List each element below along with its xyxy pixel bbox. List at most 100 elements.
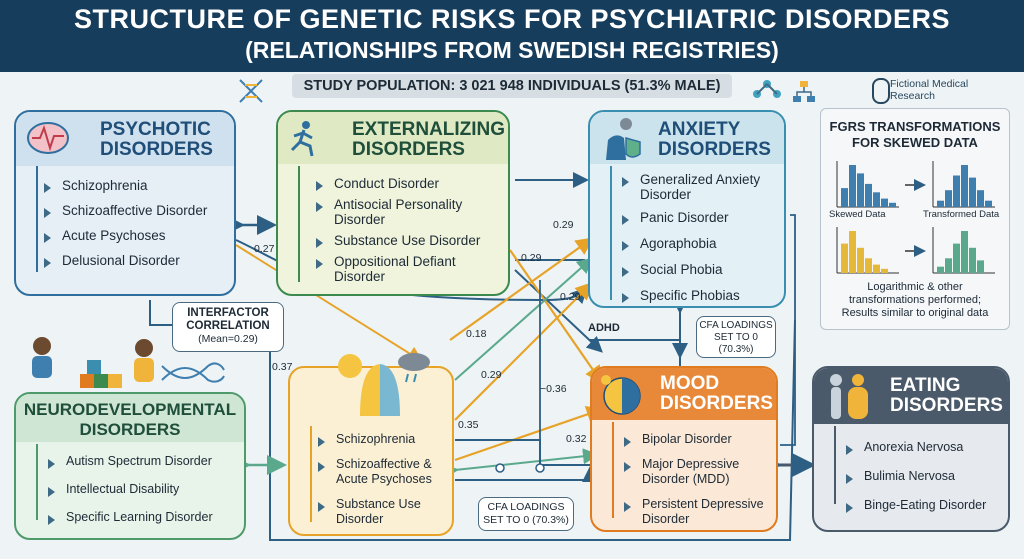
transformed-histogram-bar — [969, 247, 976, 273]
skewed-histogram-bar — [873, 192, 880, 207]
list-item: Binge-Eating Disorder — [842, 498, 1008, 513]
center-factor-list: Schizophrenia Schizoaffective & Acute Ps… — [314, 432, 454, 527]
list-item: Substance Use Disorder — [314, 497, 454, 527]
transformed-histogram-bar — [985, 200, 992, 207]
list-item: Social Phobia — [618, 262, 786, 277]
eating-title: EATING DISORDERS — [890, 375, 1003, 416]
main-title: STRUCTURE OF GENETIC RISKS FOR PSYCHIATR… — [73, 4, 951, 34]
skewed-histogram-bar — [865, 258, 872, 273]
mood-disorders-card: MOOD DISORDERS Bipolar Disorder Major De… — [590, 366, 778, 532]
list-item: Autism Spectrum Disorder — [44, 454, 213, 469]
correlation-value: 0.29 — [521, 252, 542, 264]
list-item: Anorexia Nervosa — [842, 440, 1008, 455]
fgrs-transformations-panel: FGRS TRANSFORMATIONS FOR SKEWED DATA Ske… — [820, 108, 1010, 330]
list-item: Substance Use Disorder — [312, 233, 508, 248]
skewed-histogram-bar — [849, 231, 856, 273]
transformed-histogram-bar — [969, 177, 976, 207]
anxiety-title: ANXIETY DISORDERS — [658, 119, 771, 160]
list-item: Persistent Depressive Disorder — [620, 497, 776, 527]
neurodevelopmental-disorders-card: NEURODEVELOPMENTAL DISORDERS Autism Spec… — [14, 392, 246, 540]
flowchart-icon — [793, 81, 815, 102]
anxiety-disorders-card: ANXIETY DISORDERS Generalized Anxiety Di… — [588, 110, 786, 308]
transformed-histogram-bar — [961, 165, 968, 207]
neurodevelopmental-title: NEURODEVELOPMENTAL DISORDERS — [23, 400, 237, 439]
children-playing-icon — [32, 337, 154, 388]
correlation-value: 0.35 — [458, 419, 479, 431]
externalizing-list: Conduct Disorder Antisocial Personality … — [312, 176, 508, 284]
eating-disorders-card: EATING DISORDERS Anorexia Nervosa Bulimi… — [812, 366, 1010, 532]
cfa-loadings-bottom-box: CFA LOADINGS SET TO 0 (70.3%) — [478, 497, 574, 531]
list-item: Bulimia Nervosa — [842, 469, 1008, 484]
skewed-histogram-bar — [873, 264, 880, 273]
skewed-histogram-bar — [849, 165, 856, 207]
list-item: Generalized Anxiety Disorder — [618, 172, 786, 202]
anxiety-bracket — [610, 166, 612, 300]
transformed-histogram-bar — [945, 258, 952, 273]
mood-face-icon — [601, 375, 641, 415]
list-item: Major Depressive Disorder (MDD) — [620, 457, 776, 487]
transformed-histogram-bar — [977, 260, 984, 273]
list-item: Schizoaffective & Acute Psychoses — [314, 457, 454, 487]
center-bracket — [310, 426, 312, 522]
study-population-banner: STUDY POPULATION: 3 021 948 INDIVIDUALS … — [292, 74, 732, 98]
skewed-histogram-bar — [889, 202, 896, 207]
anxiety-list: Generalized Anxiety Disorder Panic Disor… — [618, 172, 786, 303]
transformed-histogram-bar — [977, 190, 984, 207]
skewed-histogram-bar — [857, 173, 864, 207]
list-item: Intellectual Disability — [44, 482, 213, 497]
eating-list: Anorexia Nervosa Bulimia Nervosa Binge-E… — [842, 440, 1008, 513]
split-face-icon — [338, 353, 430, 416]
list-item: Specific Phobias — [618, 288, 786, 303]
list-item: Oppositional Defiant Disorder — [312, 254, 508, 284]
correlation-value: 0.18 — [466, 328, 487, 340]
mood-list: Bipolar Disorder Major Depressive Disord… — [620, 432, 776, 527]
skewed-data-label: Skewed Data — [829, 209, 886, 220]
list-item: Agoraphobia — [618, 236, 786, 251]
skewed-histogram-bar — [881, 268, 888, 273]
anxious-person-icon — [606, 118, 641, 160]
skewed-histogram-bar — [865, 183, 872, 207]
psychotic-list: Schizophrenia Schizoaffective Disorder A… — [40, 178, 207, 268]
fgrs-title: FGRS TRANSFORMATIONS FOR SKEWED DATA — [829, 119, 1001, 150]
caduceus-logo-icon — [872, 78, 890, 104]
list-item: Specific Learning Disorder — [44, 510, 213, 525]
correlation-value: 0.37 — [272, 361, 293, 373]
skewed-histogram-bar — [841, 188, 848, 207]
cfa-loadings-right-box: CFA LOADINGS SET TO 0 (70.3%) — [696, 316, 776, 358]
correlation-value: 0.29 — [560, 291, 581, 303]
correlation-value: 0.29 — [553, 219, 574, 231]
list-item: Antisocial Personality Disorder — [312, 197, 508, 227]
externalizing-bracket — [298, 166, 300, 282]
transformed-histogram-bar — [953, 243, 960, 273]
list-item: Acute Psychoses — [40, 228, 207, 243]
list-item: Bipolar Disorder — [620, 432, 776, 447]
skewed-histogram-bar — [881, 198, 888, 207]
list-item: Schizoaffective Disorder — [40, 203, 207, 218]
psychotic-substance-factor-card: Schizophrenia Schizoaffective & Acute Ps… — [288, 353, 454, 536]
body-figures-icon — [830, 374, 868, 419]
neuro-bracket — [36, 444, 38, 520]
list-item: Schizophrenia — [40, 178, 207, 193]
interfactor-correlation-box: INTERFACTOR CORRELATION (Mean=0.29) — [172, 302, 284, 352]
transformed-histogram-bar — [937, 200, 944, 207]
correlation-value: 0.32 — [566, 433, 587, 445]
skewed-histogram-bar — [857, 247, 864, 273]
mood-bracket — [612, 422, 614, 518]
logo-text: Fictional Medical Research — [890, 78, 969, 102]
main-subtitle: (RELATIONSHIPS FROM SWEDISH REGISTRIES) — [245, 37, 779, 63]
neurodevelopmental-list: Autism Spectrum Disorder Intellectual Di… — [44, 454, 213, 525]
transformed-histogram-bar — [953, 175, 960, 207]
list-item: Panic Disorder — [618, 210, 786, 225]
correlation-value: −0.36 — [540, 383, 567, 395]
fgrs-histograms — [836, 161, 995, 274]
running-person-icon — [290, 121, 314, 157]
dna-strand-icon — [161, 362, 225, 383]
list-item: Delusional Disorder — [40, 253, 207, 268]
externalizing-title: EXTERNALIZING DISORDERS — [352, 119, 506, 160]
psychotic-disorders-card: PSYCHOTIC DISORDERS Schizophrenia Schizo… — [14, 110, 236, 296]
psychotic-bracket — [36, 166, 38, 272]
adhd-label: ADHD — [588, 322, 620, 334]
transformed-histogram-bar — [937, 266, 944, 273]
skewed-histogram-bar — [841, 243, 848, 273]
